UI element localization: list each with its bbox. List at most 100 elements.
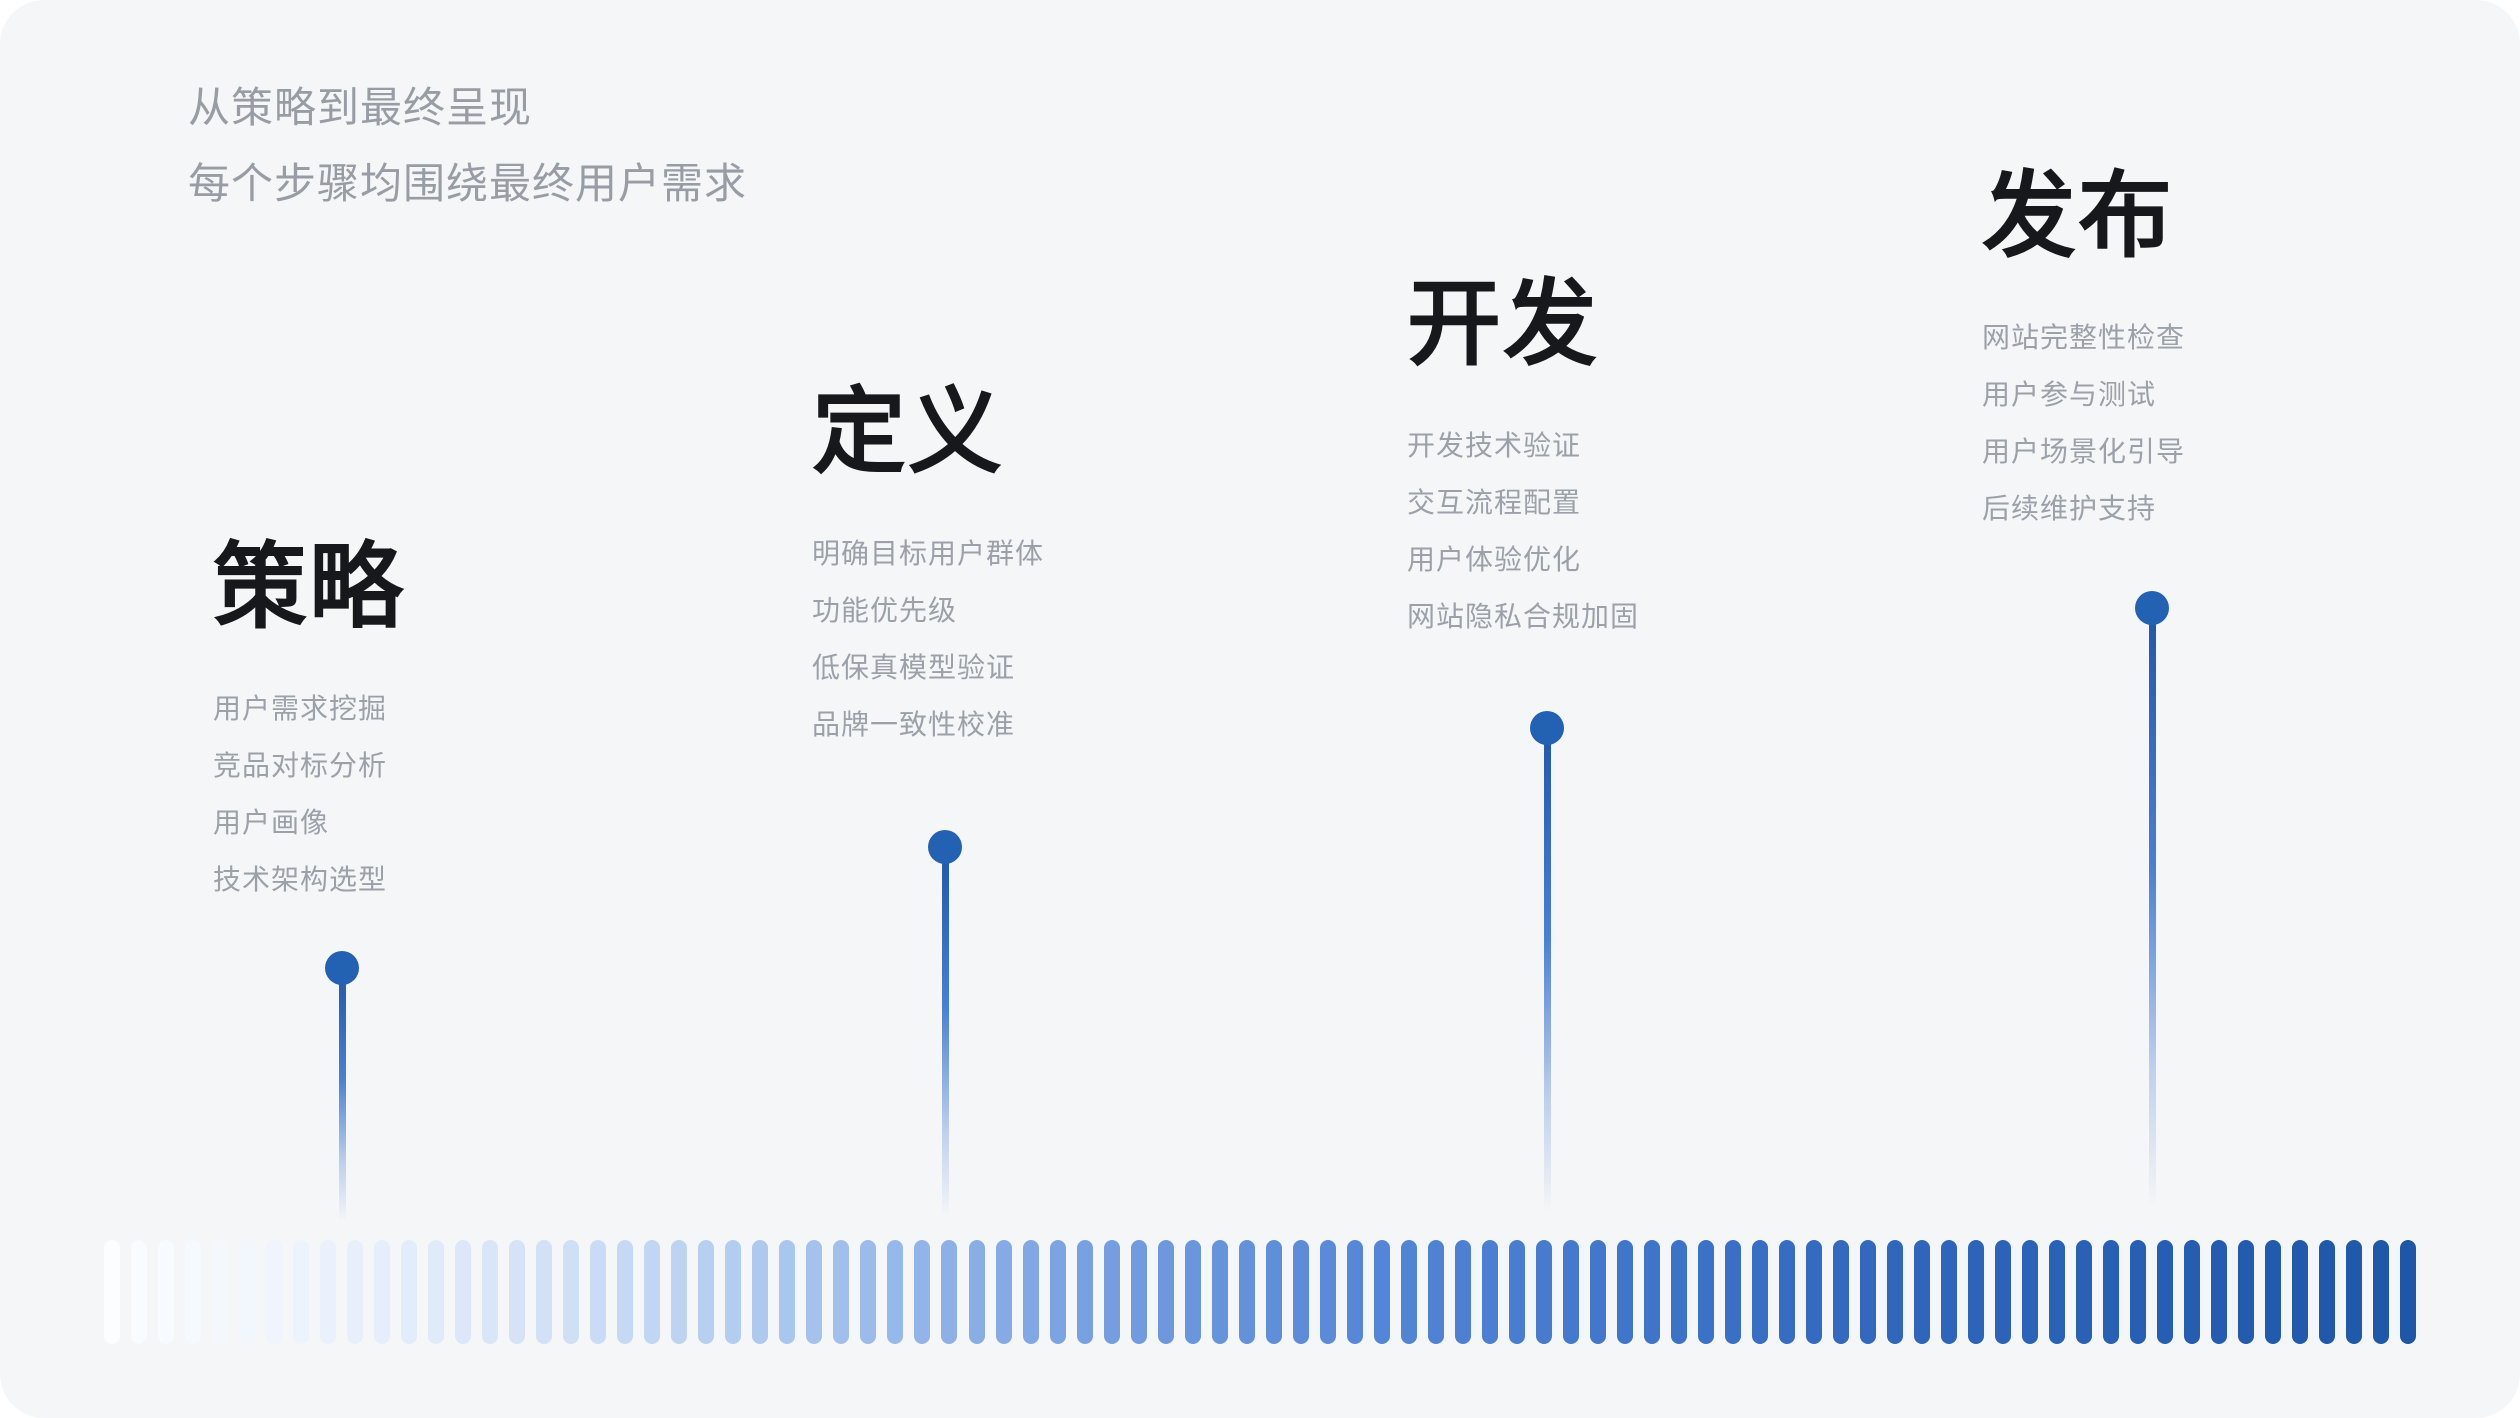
stage-item: 网站隐私合规加固 xyxy=(1407,601,1640,632)
timeline-bar xyxy=(617,1240,634,1344)
timeline-bar xyxy=(1238,1240,1255,1344)
timeline-bar xyxy=(2292,1240,2309,1344)
timeline-bar xyxy=(995,1240,1012,1344)
timeline-bar xyxy=(401,1240,418,1344)
timeline-bar xyxy=(185,1240,202,1344)
timeline-bar xyxy=(1589,1240,1606,1344)
timeline-bar xyxy=(2022,1240,2039,1344)
timeline-bar xyxy=(860,1240,877,1344)
timeline-dot xyxy=(2135,591,2169,625)
timeline-bar xyxy=(2076,1240,2093,1344)
stage-column-define: 定义 明确目标用户群体 功能优先级 低保真模型验证 品牌一致性校准 xyxy=(812,377,1332,740)
timeline-bar xyxy=(1724,1240,1741,1344)
timeline-bar xyxy=(1805,1240,1822,1344)
stage-item: 用户参与测试 xyxy=(1982,379,2157,410)
stage-item: 用户需求挖掘 xyxy=(213,693,388,724)
timeline-bar xyxy=(266,1240,283,1344)
timeline-bar xyxy=(1454,1240,1471,1344)
timeline-bar xyxy=(158,1240,175,1344)
timeline-bar xyxy=(293,1240,310,1344)
timeline-dot xyxy=(1530,711,1564,745)
timeline-bar xyxy=(968,1240,985,1344)
timeline-bar xyxy=(1751,1240,1768,1344)
timeline-bar xyxy=(725,1240,742,1344)
stage-title: 开发 xyxy=(1407,271,1600,376)
stage-item: 开发技术验证 xyxy=(1407,430,1582,461)
stage-item-list: 网站完整性检查 用户参与测试 用户场景化引导 后续维护支持 xyxy=(1982,323,2502,524)
timeline-bar xyxy=(1292,1240,1309,1344)
timeline-bar xyxy=(455,1240,472,1344)
stage-item: 功能优先级 xyxy=(812,595,958,626)
timeline-bar xyxy=(1860,1240,1877,1344)
timeline-bar xyxy=(806,1240,823,1344)
timeline-bar xyxy=(1535,1240,1552,1344)
stage-title: 发布 xyxy=(1982,163,2175,268)
timeline-bar xyxy=(914,1240,931,1344)
stage-item: 用户体验优化 xyxy=(1407,544,1582,575)
timeline-dot xyxy=(928,830,962,864)
timeline-bar xyxy=(239,1240,256,1344)
timeline-bar xyxy=(1157,1240,1174,1344)
stage-item-list: 开发技术验证 交互流程配置 用户体验优化 网站隐私合规加固 xyxy=(1407,431,1927,632)
timeline-bar xyxy=(104,1240,120,1344)
timeline-bar xyxy=(833,1240,850,1344)
timeline-bar xyxy=(1833,1240,1849,1344)
timeline-bar xyxy=(1319,1240,1336,1344)
stage-item: 交互流程配置 xyxy=(1407,487,1582,518)
timeline-bar xyxy=(1643,1240,1660,1344)
timeline-bar xyxy=(1697,1240,1714,1344)
stage-title: 定义 xyxy=(812,379,1005,484)
title-line-2: 每个步骤均围绕最终用户需求 xyxy=(188,160,748,207)
timeline-bar xyxy=(1778,1240,1795,1344)
timeline-bar xyxy=(1968,1240,1985,1344)
timeline-bar xyxy=(1373,1240,1390,1344)
stage-column-strategy: 策略 用户需求挖掘 竞品对标分析 用户画像 技术架构选型 xyxy=(213,532,733,895)
timeline-bar xyxy=(2400,1240,2417,1344)
timeline-bar xyxy=(563,1240,580,1344)
timeline-bar xyxy=(779,1240,796,1344)
timeline-bar xyxy=(212,1240,229,1344)
stage-item: 网站完整性检查 xyxy=(1982,322,2186,353)
timeline-bar xyxy=(428,1240,445,1344)
stage-item: 低保真模型验证 xyxy=(812,652,1016,683)
title-line-1: 从策略到最终呈现 xyxy=(188,84,533,131)
timeline-bar xyxy=(1022,1240,1039,1344)
timeline-bar xyxy=(698,1240,715,1344)
timeline-bar xyxy=(1400,1240,1417,1344)
timeline-bar xyxy=(1076,1240,1093,1344)
timeline-bar xyxy=(320,1240,337,1344)
timeline-bar xyxy=(131,1240,148,1344)
timeline-bar xyxy=(590,1240,607,1344)
timeline-bar xyxy=(2319,1240,2336,1344)
timeline-bar xyxy=(644,1240,661,1344)
timeline-bar xyxy=(374,1240,391,1344)
timeline-bar xyxy=(671,1240,688,1344)
timeline-stem xyxy=(2148,608,2156,1232)
stage-item: 用户画像 xyxy=(213,807,330,838)
timeline-bar xyxy=(1049,1240,1066,1344)
timeline-bar xyxy=(1887,1240,1904,1344)
timeline-bar xyxy=(1941,1240,1958,1344)
timeline-bar xyxy=(482,1240,499,1344)
stage-title: 策略 xyxy=(213,534,406,639)
timeline-bar xyxy=(2265,1240,2282,1344)
timeline-bar xyxy=(1995,1240,2012,1344)
timeline-bar xyxy=(1103,1240,1120,1344)
stage-column-launch: 发布 网站完整性检查 用户参与测试 用户场景化引导 后续维护支持 xyxy=(1982,161,2502,524)
timeline-bar xyxy=(536,1240,553,1344)
timeline-bar xyxy=(2373,1240,2390,1344)
timeline-bar xyxy=(2238,1240,2255,1344)
timeline-bar-strip xyxy=(104,1240,2417,1344)
timeline-bar xyxy=(2157,1240,2174,1344)
timeline-bar xyxy=(1346,1240,1363,1344)
timeline-stem xyxy=(941,847,949,1232)
timeline-bar xyxy=(1914,1240,1931,1344)
timeline-bar xyxy=(2049,1240,2066,1344)
timeline-bar xyxy=(1130,1240,1147,1344)
stage-item: 后续维护支持 xyxy=(1982,493,2157,524)
timeline-bar xyxy=(2184,1240,2201,1344)
timeline-bar xyxy=(1211,1240,1228,1344)
timeline-bar xyxy=(1481,1240,1498,1344)
stage-column-develop: 开发 开发技术验证 交互流程配置 用户体验优化 网站隐私合规加固 xyxy=(1407,269,1927,632)
